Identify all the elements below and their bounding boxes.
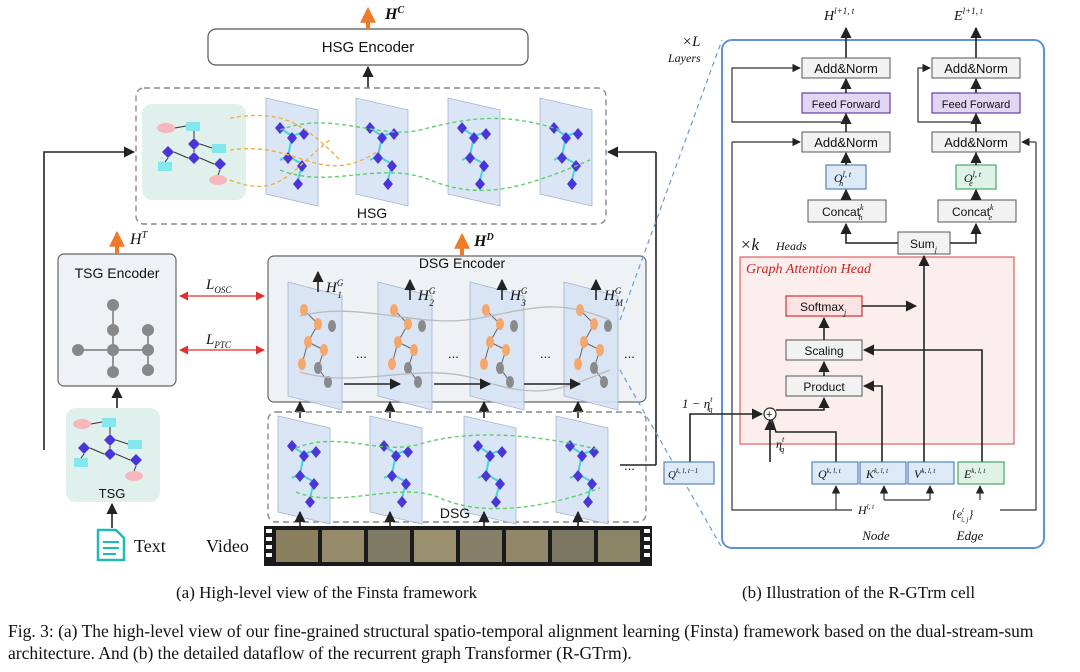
q-prev-to-add	[689, 408, 764, 462]
osc-loss-symbol: LOSC	[205, 277, 232, 295]
video-frames	[276, 530, 640, 562]
hsg-video-frame-4	[539, 97, 593, 207]
v-box	[907, 461, 955, 485]
hd-symbol: HD	[473, 232, 494, 250]
tsg-encoder-graph	[72, 299, 154, 378]
dsg-trailing-dots: ...	[624, 458, 635, 473]
node-add-norm-bottom-label: Add&Norm	[814, 135, 878, 150]
e-output-symbol: El+1, t	[953, 6, 983, 24]
h-input-symbol: Hl, t	[857, 503, 875, 517]
k-box	[859, 461, 907, 485]
add-circle	[763, 407, 777, 421]
figure-caption: Fig. 3: (a) The high-level view of our f…	[8, 621, 1034, 663]
tsg-label: TSG	[99, 486, 126, 501]
k-symbol: Kk, l, t	[865, 467, 889, 481]
e-box	[957, 461, 1005, 485]
zoom-line-top	[619, 39, 723, 321]
subfigure-caption-b: (b) Illustration of the R-GTrm cell	[742, 583, 976, 602]
sum-to-node-concat	[840, 222, 898, 244]
residual-lines	[731, 63, 1037, 511]
dsg-frame-4	[555, 415, 609, 525]
sum-to-edge-concat	[950, 222, 982, 244]
q-symbol: Qk, l, t	[818, 467, 842, 481]
dsg-container	[267, 411, 647, 523]
ptc-loss-symbol: LPTC	[205, 332, 232, 350]
heads-mult: ×k	[740, 235, 759, 254]
q-prev-box	[663, 461, 715, 485]
filmstrip-holes	[266, 529, 650, 557]
attention-arrows	[764, 254, 983, 462]
tsg-to-hsg-arrow	[43, 146, 136, 450]
hsg-video-frame-1	[265, 97, 319, 207]
q-prev-symbol: Qk, l, t−1	[668, 467, 698, 481]
graph-attention-head-title: Graph Attention Head	[746, 262, 872, 277]
layers-mult: ×L	[682, 34, 700, 50]
hsg-container	[135, 87, 607, 225]
video-to-dsg-arrows	[294, 510, 584, 528]
tsg-encoder-label: TSG Encoder	[75, 265, 160, 281]
product-label: Product	[803, 380, 845, 394]
scaling-label: Scaling	[804, 344, 843, 358]
dsg-encoder-label: DSG Encoder	[419, 255, 506, 271]
ht-symbol: HT	[129, 230, 149, 248]
edge-add-norm-bottom-label: Add&Norm	[944, 135, 1008, 150]
hsg-video-frame-2	[355, 97, 409, 207]
h-output-symbol: Hl+1, t	[823, 6, 855, 24]
edge-o-box	[955, 164, 997, 190]
node-feed-forward-label: Feed Forward	[812, 99, 880, 111]
input-lines	[731, 142, 985, 511]
video-input-label: Video	[206, 536, 249, 556]
dsg-ellipsis-4: ...	[624, 346, 635, 361]
dsg-ellipsis-1: ...	[356, 346, 367, 361]
text-document-icon	[96, 528, 126, 562]
edge-add-norm-top-label: Add&Norm	[944, 61, 1008, 76]
dsg-frame-1	[277, 415, 331, 525]
edge-feed-forward-label: Feed Forward	[942, 99, 1010, 111]
dsg-encoder-frame-1	[287, 281, 343, 411]
hc-symbol: HC	[384, 5, 404, 23]
text-input-label: Text	[134, 536, 166, 556]
hsg-encoder-label: HSG Encoder	[322, 39, 415, 56]
dsg-ellipsis-2: ...	[448, 346, 459, 361]
dsg-encoder-box	[267, 255, 647, 403]
hsg-label: HSG	[357, 205, 387, 221]
dsg-frame-2	[369, 415, 423, 525]
hg-output-arrows	[312, 270, 602, 300]
sum-label: Sumj	[910, 237, 938, 254]
q-box	[811, 461, 859, 485]
column-arrows	[840, 77, 982, 201]
v-symbol: Vk, l, t	[914, 467, 936, 481]
heads-label: Heads	[775, 239, 807, 253]
node-label: Node	[861, 528, 890, 543]
subfigure-caption-a: (a) High-level view of the Finsta framew…	[176, 583, 478, 602]
dsg-label: DSG	[440, 505, 470, 521]
softmax-label: Softmaxj	[800, 300, 847, 317]
node-add-norm-top-label: Add&Norm	[814, 61, 878, 76]
add-symbol: +	[766, 409, 772, 421]
layers-label: Layers	[667, 51, 701, 65]
dsg-to-encoder-arrows	[294, 400, 584, 418]
zoom-line-bottom	[619, 369, 723, 549]
edge-label: Edge	[956, 528, 984, 543]
e-symbol: Ek, l, t	[963, 467, 986, 481]
dsg-ellipsis-3: ...	[540, 346, 551, 361]
